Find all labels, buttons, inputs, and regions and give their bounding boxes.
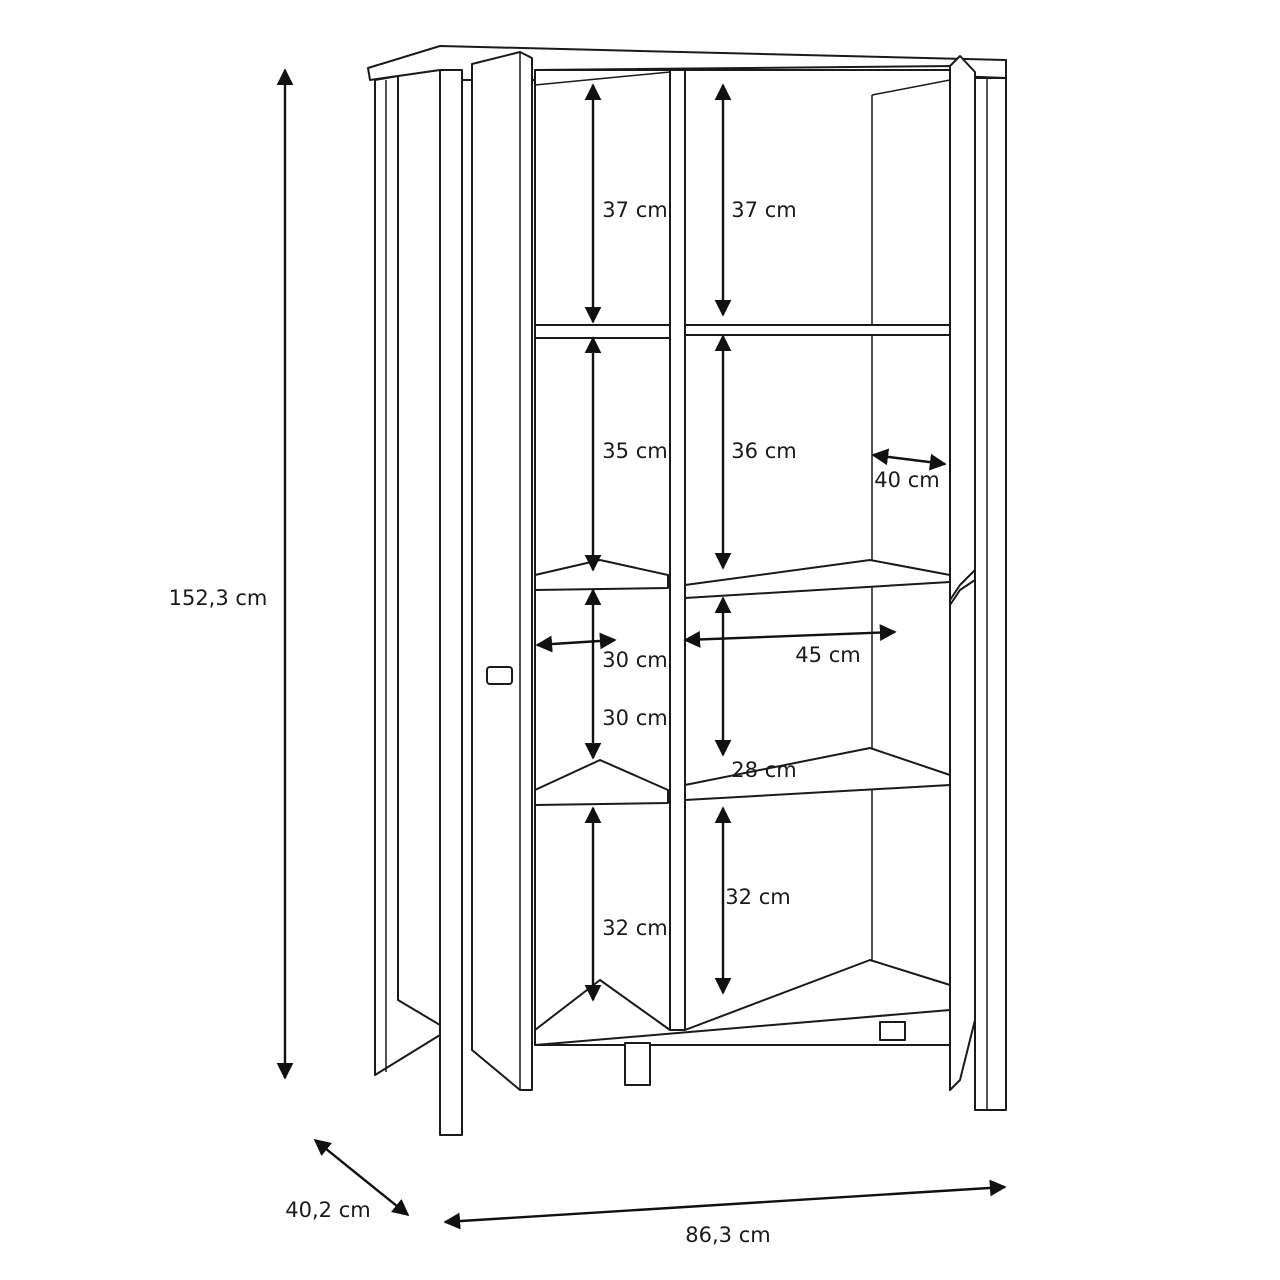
left-top-height-label: 37 cm [602,198,667,222]
right-door-upper [949,55,976,601]
right-top-height-label: 37 cm [731,198,796,222]
middle-divider [669,69,686,1031]
shelf [534,324,671,339]
depth-arrow [313,1138,410,1217]
shelf [684,324,951,336]
right-door-lower [949,579,976,1091]
right-width-label: 45 cm [795,643,860,667]
depth-label: 40,2 cm [285,1198,370,1222]
bottom-panel [534,959,951,1046]
width-arrow [443,1179,1007,1230]
height-label: 152,3 cm [169,586,268,610]
right-bottom-height-label: 32 cm [725,885,790,909]
back-panel [534,69,951,1046]
right-second-height-label: 36 cm [731,439,796,463]
width-label: 86,3 cm [685,1223,770,1247]
left-back-post [374,75,441,1076]
dimension-labels: 152,3 cm 40,2 cm 86,3 cm 37 cm 37 cm 35 … [169,198,940,1247]
left-third-height-label: 30 cm [602,706,667,730]
left-width-label: 30 cm [602,648,667,672]
leg [879,1021,906,1041]
dimension-arrows [276,68,1007,1230]
leg [624,1042,651,1086]
right-third-height-label: 28 cm [731,758,796,782]
right-side-post [974,77,1007,1111]
shelf [534,759,669,806]
left-front-post [439,69,463,1136]
left-second-height-label: 35 cm [602,439,667,463]
cabinet-drawing [367,45,1007,1136]
left-bottom-height-label: 32 cm [602,916,667,940]
left-door [471,51,533,1091]
door-handle [486,666,513,685]
shelf-depth-label: 40 cm [874,468,939,492]
